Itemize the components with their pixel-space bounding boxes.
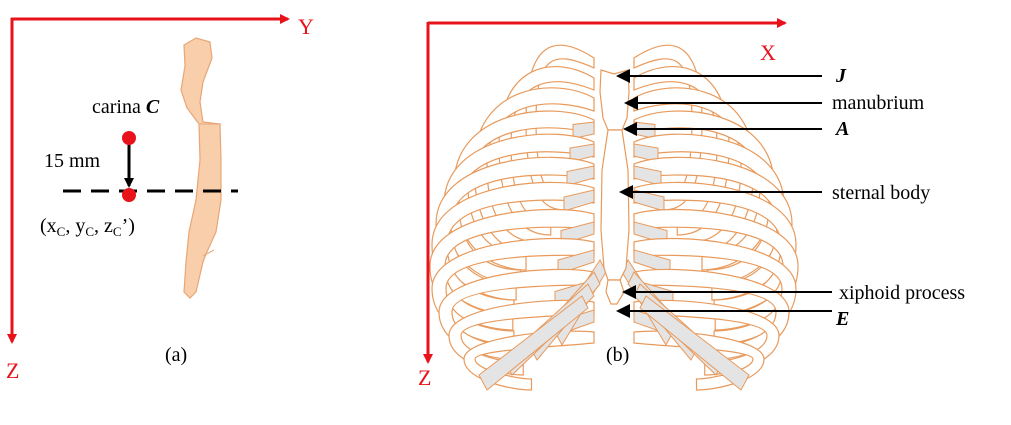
label-sternal-body: sternal body <box>832 182 930 204</box>
coordinate-label: (xC, yC, zC’) <box>40 215 135 239</box>
offset-label: 15 mm <box>44 150 101 172</box>
sternum-front-view <box>600 70 629 304</box>
caption-a: (a) <box>165 344 187 366</box>
sternum-lateral-view <box>181 38 221 298</box>
label-a: A <box>834 118 849 140</box>
caption-b: (b) <box>606 344 629 366</box>
carina-label: carina C <box>92 96 160 118</box>
shifted-carina-point <box>122 188 136 202</box>
panel-a: Y Z carina C 15 mm (xC, yC, zC’) (a) <box>6 14 314 383</box>
manubrium-shape <box>600 70 629 130</box>
sternal-body-shape <box>601 130 629 280</box>
y-axis-label: Y <box>298 14 314 39</box>
x-axis-label: X <box>760 40 776 65</box>
label-e: E <box>835 308 849 330</box>
label-manubrium: manubrium <box>832 92 925 114</box>
z-axis-label-b: Z <box>418 365 431 390</box>
z-axis-label: Z <box>6 358 19 383</box>
carina-point <box>122 131 136 145</box>
label-xiphoid-process: xiphoid process <box>839 282 965 304</box>
panel-b: X Z J manubrium A sternal body xiphoid p… <box>418 22 965 390</box>
label-j: J <box>835 65 847 87</box>
xiphoid-shape <box>606 280 624 304</box>
